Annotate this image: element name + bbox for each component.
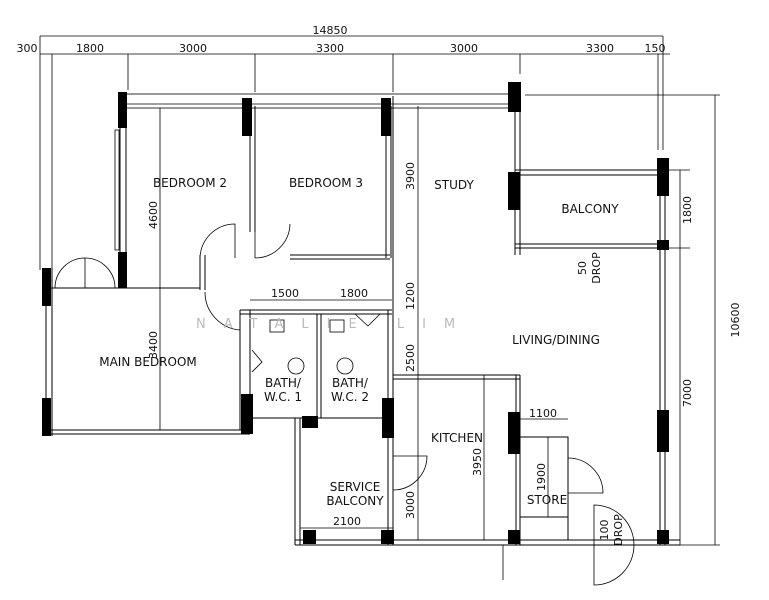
note-label: DROP <box>612 514 625 546</box>
room-label-bath-1: W.C. 1 <box>264 390 302 404</box>
room-label-service-balcony: BALCONY <box>326 494 384 508</box>
dim-label: 1800 <box>76 42 104 55</box>
dim-label: 1900 <box>535 463 548 491</box>
room-label-living-dining: LIVING/DINING <box>512 333 600 347</box>
walls <box>42 82 680 546</box>
dim-label: 1800 <box>340 287 368 300</box>
room-label-service-balcony: SERVICE <box>330 480 381 494</box>
dim-label: 3950 <box>471 448 484 476</box>
room-label-store: STORE <box>527 493 567 507</box>
interior-dimension-lines <box>159 106 568 540</box>
note-label: DROP <box>590 252 603 284</box>
dim-label: 3000 <box>179 42 207 55</box>
dim-label: 1800 <box>681 196 694 224</box>
overall-width-label: 14850 <box>313 24 348 37</box>
dim-label: 10600 <box>729 303 742 338</box>
watermark: NATALIE LIM <box>196 317 473 332</box>
dim-label: 1100 <box>529 407 557 420</box>
note-label: 100 <box>598 520 611 541</box>
room-label-bath-2: W.C. 2 <box>331 390 369 404</box>
dim-label: 2100 <box>333 515 361 528</box>
door-swings <box>54 223 635 586</box>
dim-label: 1200 <box>404 282 417 310</box>
dim-label: 4600 <box>147 201 160 229</box>
room-label-bath-2: BATH/ <box>332 376 369 390</box>
room-label-study: STUDY <box>434 178 474 192</box>
dim-label: 7000 <box>681 379 694 407</box>
room-label-bedroom-2: BEDROOM 2 <box>153 176 227 190</box>
room-label-main-bedroom: MAIN BEDROOM <box>99 355 197 369</box>
dim-label: 1500 <box>271 287 299 300</box>
dim-label: 3000 <box>404 491 417 519</box>
dim-label: 150 <box>645 42 666 55</box>
room-label-bedroom-3: BEDROOM 3 <box>289 176 363 190</box>
room-label-bath-1: BATH/ <box>265 376 302 390</box>
room-label-balcony: BALCONY <box>561 202 619 216</box>
dim-label: 2500 <box>404 344 417 372</box>
top-dimension-lines <box>39 35 670 270</box>
dim-label: 3300 <box>316 42 344 55</box>
dim-label: 3000 <box>450 42 478 55</box>
note-label: 50 <box>576 261 589 275</box>
dim-label: 3300 <box>586 42 614 55</box>
dim-label: 3900 <box>404 162 417 190</box>
right-dimension-lines <box>525 94 720 546</box>
room-label-kitchen: KITCHEN <box>431 431 483 445</box>
dim-label: 3400 <box>147 331 160 359</box>
dim-label: 300 <box>17 42 38 55</box>
